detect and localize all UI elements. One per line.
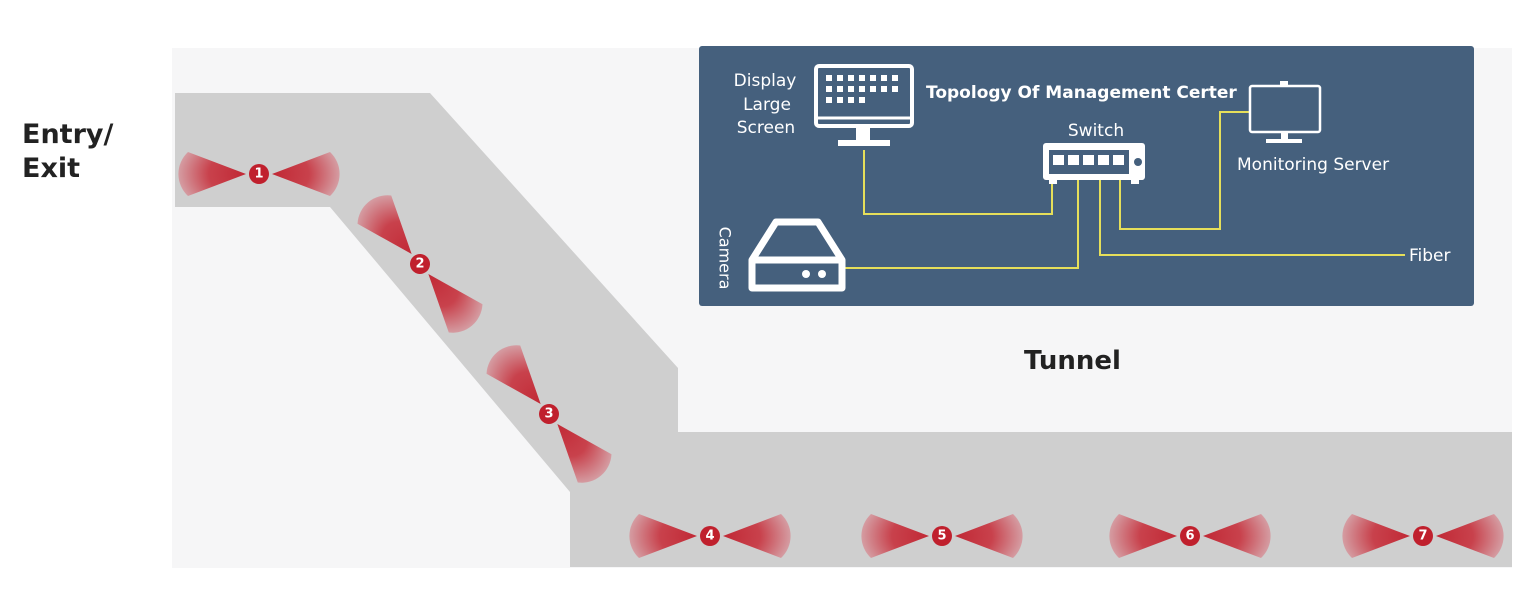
- display-label-line3: Screen: [737, 118, 795, 138]
- camera-number: 3: [544, 407, 553, 422]
- camera-2: 2: [351, 188, 489, 340]
- camera-number: 4: [705, 529, 714, 544]
- monitoring-server-label: Monitoring Server: [1237, 155, 1389, 175]
- camera-recorder-icon: [748, 218, 846, 292]
- monitor-pixel: [881, 86, 887, 92]
- monitor-pixel: [870, 75, 876, 81]
- tunnel-label: Tunnel: [1024, 346, 1121, 376]
- camera-badge: [1180, 526, 1200, 546]
- switch-port: [1053, 155, 1064, 165]
- camera-3: 3: [480, 338, 618, 490]
- camera-group: 1 2 3 4 5 6 7: [178, 152, 1504, 558]
- monitor-pixel: [826, 75, 832, 81]
- monitor-pixel: [892, 86, 898, 92]
- switch-icon: [1043, 143, 1145, 184]
- camera-badge: [932, 526, 952, 546]
- monitor-pixel: [859, 75, 865, 81]
- monitor-pixel: [859, 97, 865, 103]
- camera-badge: [1413, 526, 1433, 546]
- fiber-label: Fiber: [1409, 246, 1451, 266]
- monitor-pixel: [837, 75, 843, 81]
- switch-port: [1083, 155, 1094, 165]
- camera-4: 4: [629, 514, 791, 558]
- topology-panel: Display Large Screen Topology Of Managem…: [699, 46, 1474, 306]
- tunnel-road: [175, 93, 1512, 567]
- monitor-icon: [814, 64, 914, 146]
- camera-badge: [539, 404, 559, 424]
- camera-6: 6: [1109, 514, 1271, 558]
- display-label-line1: Display: [734, 71, 797, 91]
- server-icon: [1248, 81, 1322, 143]
- display-label-line2: Large: [743, 95, 791, 115]
- monitor-pixel: [881, 75, 887, 81]
- wires: [842, 111, 1405, 269]
- camera-number: 1: [254, 167, 263, 182]
- camera-badge: [249, 164, 269, 184]
- camera-number: 7: [1418, 529, 1427, 544]
- camera-badge: [410, 254, 430, 274]
- monitor-pixel: [848, 97, 854, 103]
- monitor-pixel: [848, 86, 854, 92]
- camera-number: 5: [937, 529, 946, 544]
- panel-title: Topology Of Management Certer: [926, 83, 1237, 103]
- monitor-pixel: [892, 75, 898, 81]
- switch-port: [1113, 155, 1124, 165]
- camera-1: 1: [178, 152, 340, 196]
- camera-label: Camera: [716, 227, 735, 290]
- monitor-pixel: [826, 97, 832, 103]
- monitor-pixel: [848, 75, 854, 81]
- monitor-pixel: [837, 86, 843, 92]
- switch-port: [1098, 155, 1109, 165]
- camera-5: 5: [861, 514, 1023, 558]
- monitor-pixel: [826, 86, 832, 92]
- entry-exit-label: Entry/ Exit: [22, 119, 114, 184]
- monitor-pixel: [859, 86, 865, 92]
- camera-number: 2: [415, 257, 424, 272]
- switch-label: Switch: [1068, 121, 1124, 141]
- monitor-pixel: [837, 97, 843, 103]
- camera-number: 6: [1185, 529, 1194, 544]
- camera-badge: [700, 526, 720, 546]
- monitor-pixel: [870, 86, 876, 92]
- camera-7: 7: [1342, 514, 1504, 558]
- switch-port: [1068, 155, 1079, 165]
